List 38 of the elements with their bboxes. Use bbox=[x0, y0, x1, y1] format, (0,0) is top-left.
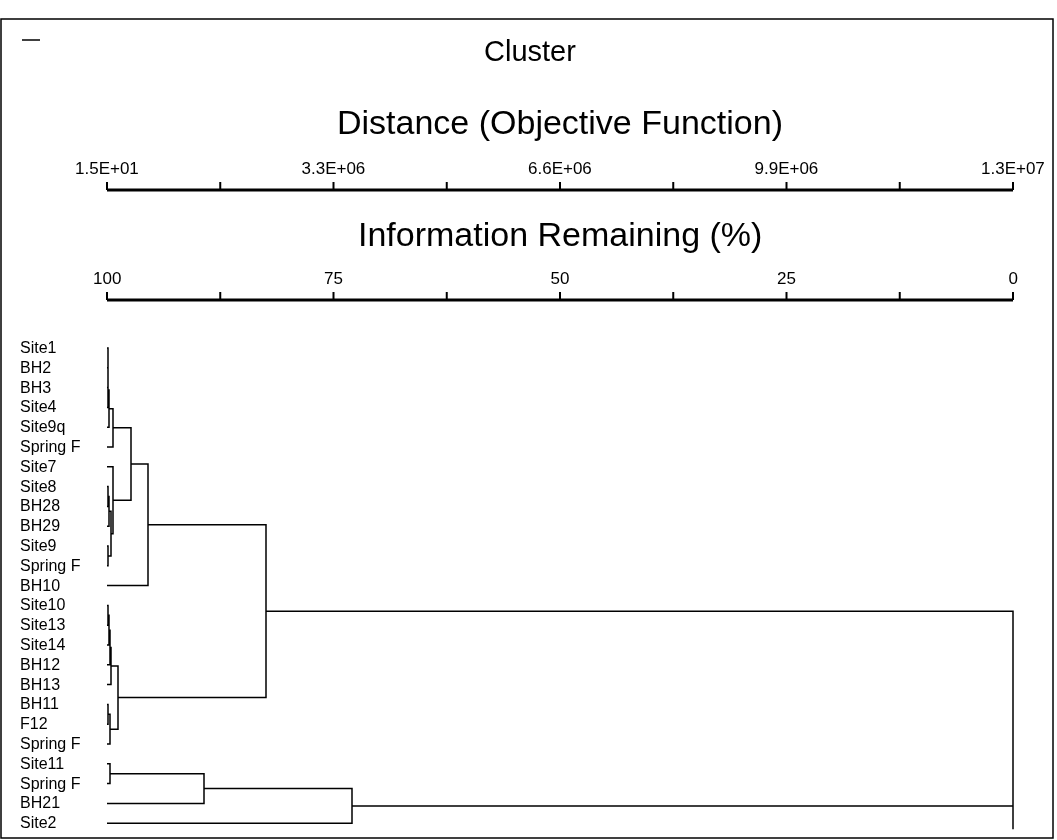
leaf-label: F12 bbox=[20, 716, 48, 733]
leaf-label: Site1 bbox=[20, 340, 57, 356]
leaf-label: Site9q bbox=[20, 419, 66, 436]
leaf-label: BH3 bbox=[20, 379, 52, 396]
leaf-label: Spring F bbox=[20, 439, 81, 455]
leaf-label: BH29 bbox=[20, 518, 61, 535]
leaf-label: Site11 bbox=[20, 755, 65, 772]
leaf-label: Site10 bbox=[20, 597, 66, 614]
axis-title: Information Remaining (%) bbox=[358, 217, 763, 251]
tick-label: 1.3E+07 bbox=[981, 160, 1045, 177]
tick-label: 1.5E+01 bbox=[75, 160, 139, 177]
axis-title: Distance (Objective Function) bbox=[337, 105, 783, 139]
leaf-label: Site14 bbox=[20, 637, 66, 653]
leaf-label: BH21 bbox=[20, 795, 61, 812]
tick-label: 75 bbox=[324, 270, 343, 287]
leaf-label: Spring F bbox=[20, 557, 81, 574]
tick-label: 3.3E+06 bbox=[301, 160, 366, 177]
leaf-label: Site9 bbox=[20, 538, 57, 554]
leaf-label: BH10 bbox=[20, 577, 61, 594]
leaf-label: Site4 bbox=[20, 399, 57, 416]
leaf-label: BH11 bbox=[20, 696, 59, 713]
chart-title: Cluster bbox=[484, 37, 576, 66]
leaf-label: BH2 bbox=[20, 359, 52, 376]
tick-label: 6.6E+06 bbox=[528, 160, 592, 177]
tick-label: 9.9E+06 bbox=[754, 160, 819, 177]
leaf-label: Site13 bbox=[20, 617, 66, 634]
tick-label: 100 bbox=[93, 270, 122, 287]
leaf-label: Spring F bbox=[20, 736, 81, 752]
leaf-label: Site8 bbox=[20, 478, 57, 495]
leaf-label: BH28 bbox=[20, 498, 61, 515]
leaf-label: Site2 bbox=[20, 815, 57, 832]
leaf-label: BH13 bbox=[20, 676, 61, 693]
leaf-label: Site7 bbox=[20, 458, 57, 475]
tick-label: 50 bbox=[550, 270, 570, 287]
leaf-label: Spring F bbox=[20, 775, 81, 792]
tick-label: 25 bbox=[777, 270, 796, 287]
tick-label: 0 bbox=[1008, 270, 1018, 287]
leaf-label: BH12 bbox=[20, 656, 61, 673]
